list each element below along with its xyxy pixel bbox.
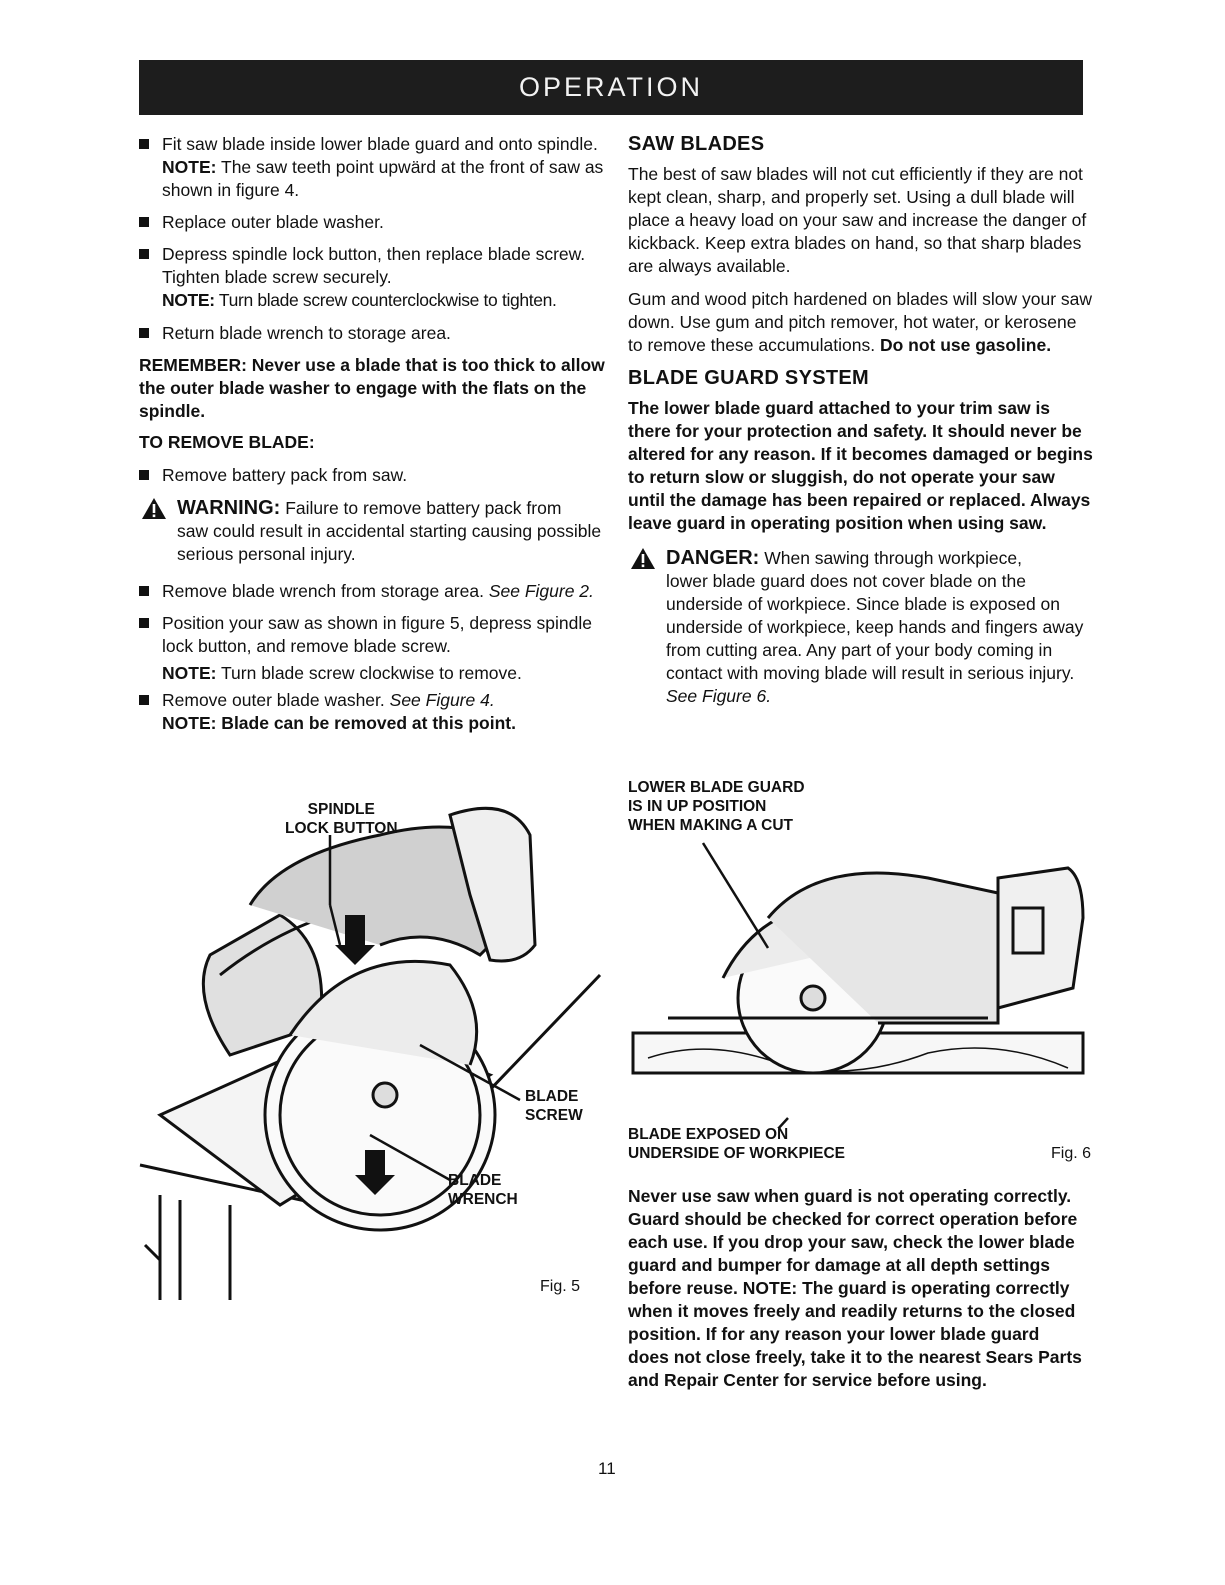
figure-number: Fig. 5 xyxy=(540,1278,581,1295)
blade-wrench-label: BLADE WRENCH xyxy=(448,1172,518,1208)
note-text: NOTE: Turn blade screw counterclockwise … xyxy=(162,290,557,310)
note-text: NOTE: Turn blade screw clockwise to remo… xyxy=(162,663,522,683)
right-column: SAW BLADES The best of saw blades will n… xyxy=(628,133,1093,722)
figure-number: Fig. 6 xyxy=(1051,1145,1092,1162)
warning-label: WARNING: xyxy=(177,497,281,519)
guard-check-paragraph: Never use saw when guard is not operatin… xyxy=(628,1186,1082,1390)
bullet-square-icon xyxy=(139,217,149,227)
list-item: Return blade wrench to storage area. xyxy=(139,322,609,345)
section-title: OPERATION xyxy=(518,72,704,102)
blade-guard-paragraph: The lower blade guard attached to your t… xyxy=(628,398,1093,533)
left-column: Fit saw blade inside lower blade guard a… xyxy=(139,133,609,735)
page-number: 11 xyxy=(598,1459,616,1478)
figure-5: SPINDLE LOCK BUTTON BLADE SCREW BLADE WR… xyxy=(130,795,610,1315)
spindle-lock-label: SPINDLE LOCK BUTTON xyxy=(285,801,398,837)
note-text: NOTE: Blade can be removed at this point… xyxy=(162,713,516,733)
bullet-square-icon xyxy=(139,695,149,705)
list-item: Remove outer blade washer. See Figure 4. xyxy=(139,689,609,712)
list-item: Remove blade wrench from storage area. S… xyxy=(139,580,609,603)
bullet-square-icon xyxy=(139,139,149,149)
bullet-square-icon xyxy=(139,470,149,480)
circular-saw-illustration xyxy=(139,806,602,1300)
bullet-square-icon xyxy=(139,618,149,628)
list-item: Fit saw blade inside lower blade guard a… xyxy=(139,133,609,202)
bullet-square-icon xyxy=(139,249,149,259)
list-item: Remove battery pack from saw. xyxy=(139,464,609,487)
section-header: OPERATION xyxy=(139,60,1083,115)
figure-6: LOWER BLADE GUARD IS IN UP POSITION WHEN… xyxy=(628,778,1093,1173)
list-item: Replace outer blade washer. xyxy=(139,211,609,234)
bullet-square-icon xyxy=(139,328,149,338)
saw-cutting-illustration xyxy=(631,842,1085,1128)
saw-blades-heading: SAW BLADES xyxy=(628,133,765,155)
blade-exposed-label: BLADE EXPOSED ON UNDERSIDE OF WORKPIECE xyxy=(628,1126,846,1162)
danger-label: DANGER: xyxy=(666,547,760,569)
bullet-square-icon xyxy=(139,586,149,596)
remove-blade-heading: TO REMOVE BLADE: xyxy=(139,432,315,452)
warning-triangle-icon xyxy=(142,498,166,519)
warning-text: saw could result in accidental starting … xyxy=(177,521,602,564)
list-item: Position your saw as shown in figure 5, … xyxy=(139,612,609,658)
danger-block: DANGER: When sawing through workpiece, l… xyxy=(628,547,1093,708)
saw-blades-paragraph: The best of saw blades will not cut effi… xyxy=(628,164,1087,276)
danger-triangle-icon xyxy=(631,548,655,569)
danger-text: lower blade guard does not cover blade o… xyxy=(666,571,1084,706)
guard-up-label: LOWER BLADE GUARD IS IN UP POSITION WHEN… xyxy=(628,779,805,834)
blade-screw-label: BLADE SCREW xyxy=(525,1088,583,1124)
list-item: Depress spindle lock button, then replac… xyxy=(139,243,609,289)
remember-note: REMEMBER: Never use a blade that is too … xyxy=(139,355,605,421)
warning-block: WARNING: Failure to remove battery pack … xyxy=(139,497,609,566)
saw-blades-paragraph: Gum and wood pitch hardened on blades wi… xyxy=(628,289,1093,355)
blade-guard-heading: BLADE GUARD SYSTEM xyxy=(628,367,869,389)
